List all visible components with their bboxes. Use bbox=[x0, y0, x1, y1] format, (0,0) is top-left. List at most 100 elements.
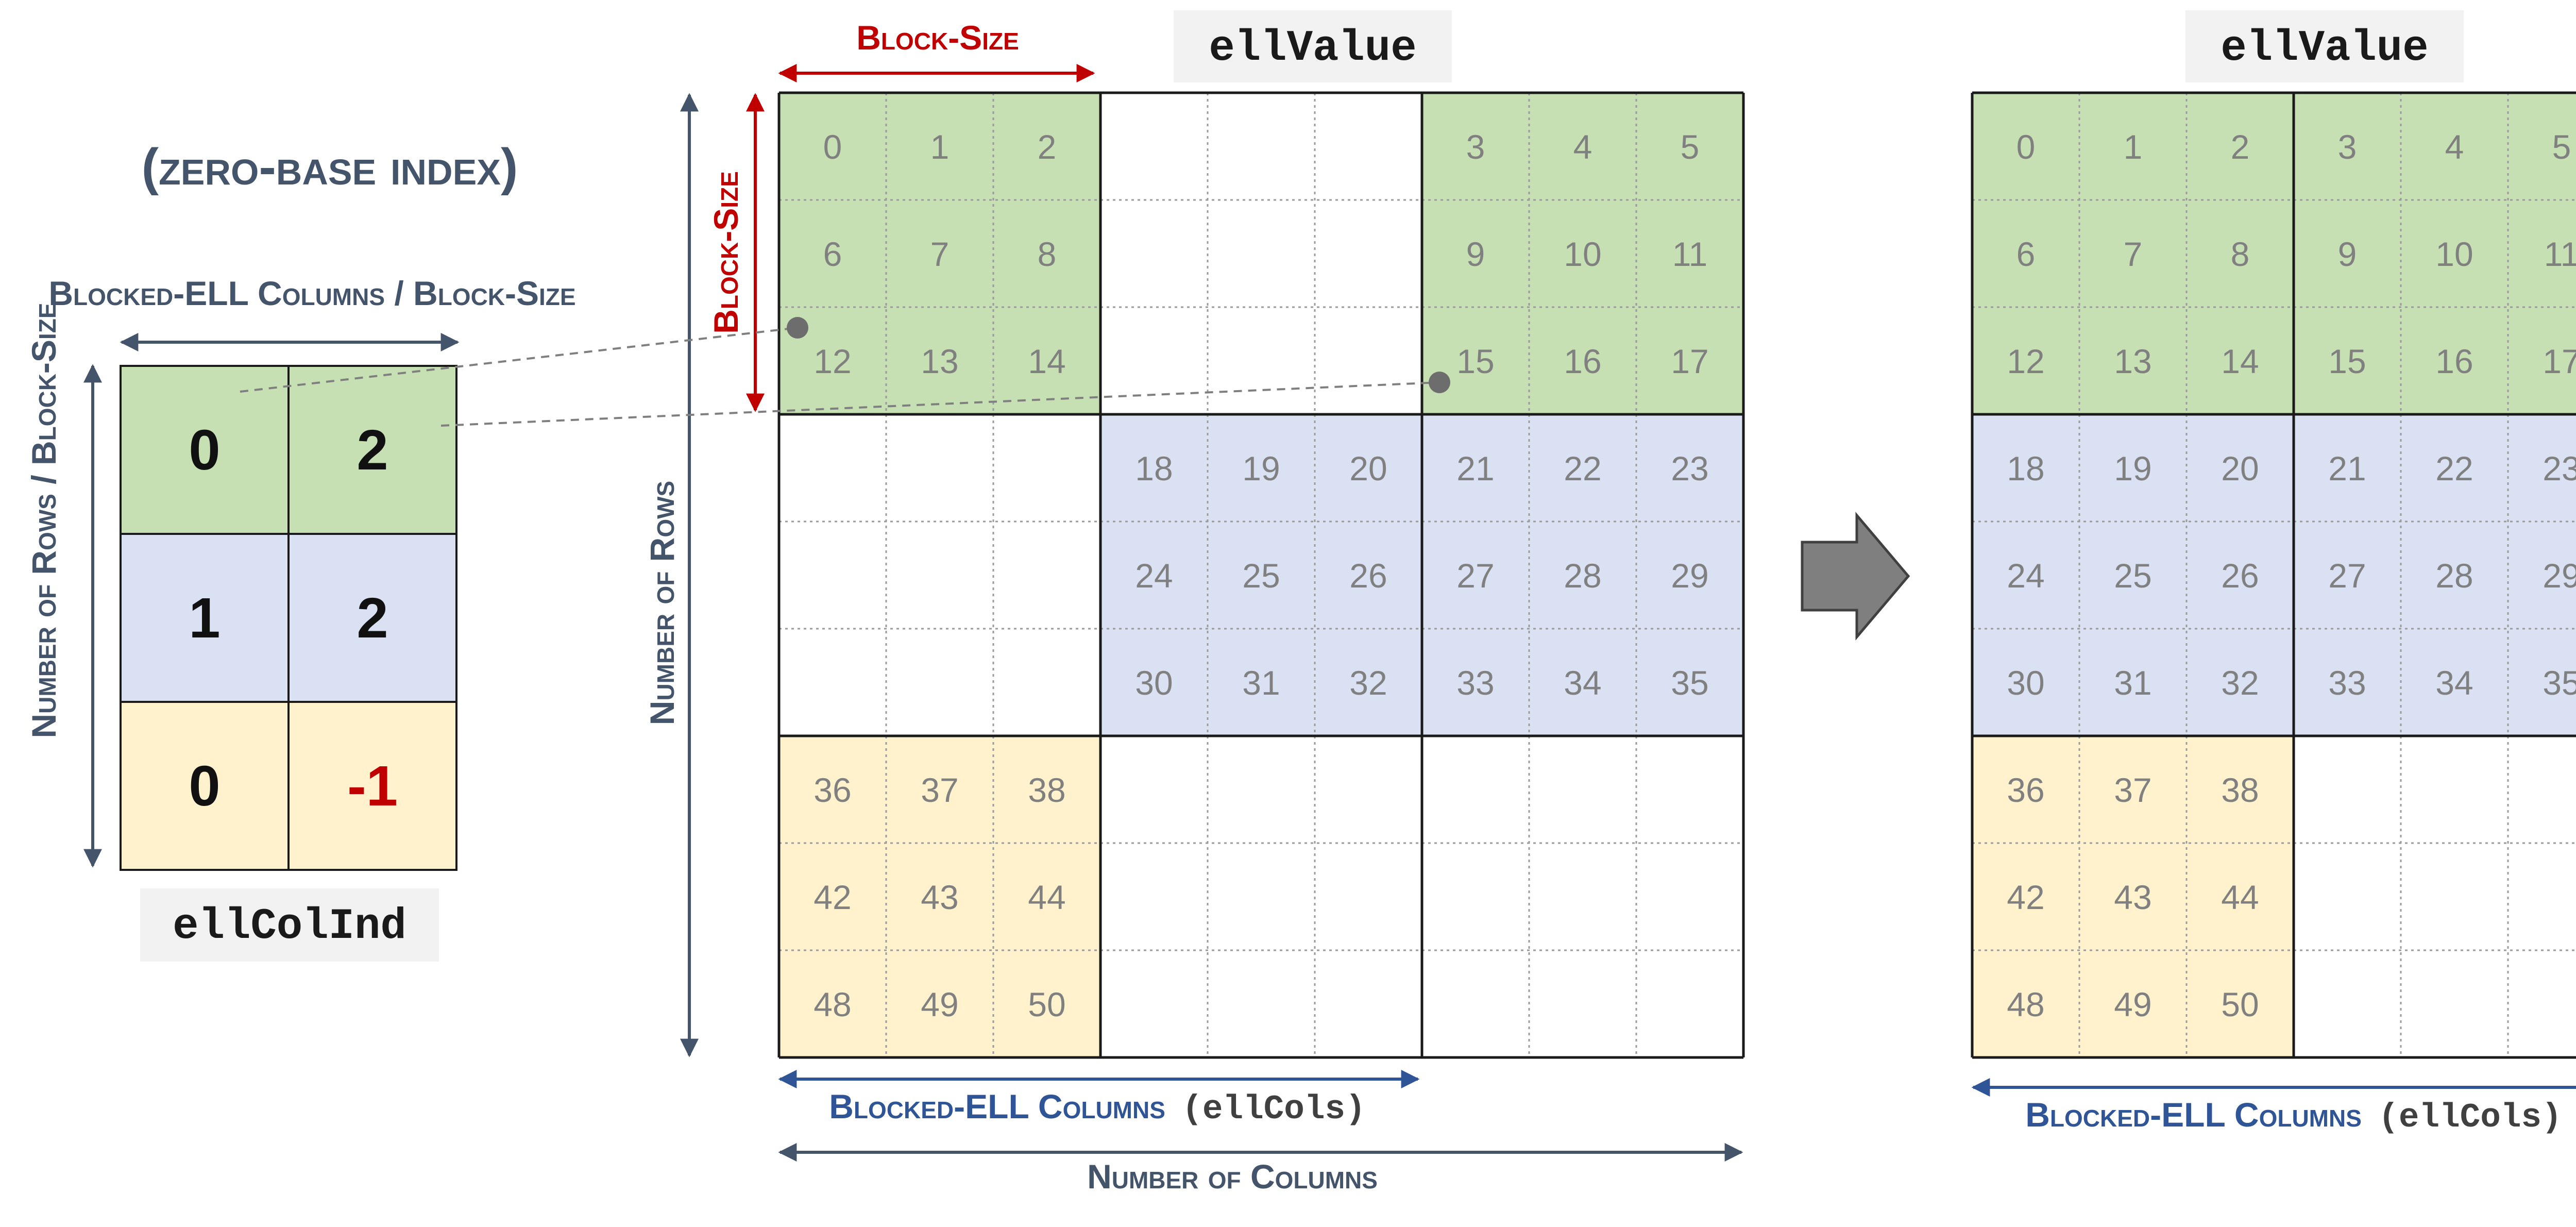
matrix-cell-value: 38 bbox=[1028, 771, 1065, 809]
packed-cell-value: 2 bbox=[2231, 128, 2250, 166]
packed-ell-cols-label: Blocked-ELL Columns bbox=[2025, 1096, 2362, 1134]
packed-cell-value: 23 bbox=[2543, 449, 2576, 488]
packed-cell-value: 1 bbox=[2124, 128, 2143, 166]
matrix-cell-value: 27 bbox=[1456, 557, 1494, 595]
col-ind-value: 2 bbox=[357, 586, 388, 650]
packed-cell-value: 29 bbox=[2543, 557, 2576, 595]
matrix-label: ellValue bbox=[1209, 24, 1416, 73]
packed-block bbox=[1972, 93, 2294, 414]
packed-cell-value: 38 bbox=[2221, 771, 2259, 809]
col-ind-label-bg bbox=[140, 888, 439, 962]
connector-dot-0 bbox=[787, 317, 808, 339]
matrix-cell-value: 22 bbox=[1564, 449, 1601, 488]
col-ind-cell bbox=[120, 365, 290, 535]
packed-cell-value: 16 bbox=[2435, 342, 2473, 380]
packed-cell-value: 0 bbox=[2016, 128, 2036, 166]
packed-cell-value: 24 bbox=[2007, 557, 2044, 595]
packed-cell-value: 15 bbox=[2328, 342, 2366, 380]
matrix-cell-value: 34 bbox=[1564, 664, 1601, 702]
packed-cell-value: 10 bbox=[2435, 235, 2473, 273]
packed-block bbox=[2294, 414, 2576, 736]
columns-label: Number of Columns bbox=[1087, 1157, 1378, 1196]
packed-cell-value: 31 bbox=[2114, 664, 2151, 702]
matrix-cell-value: 49 bbox=[921, 985, 958, 1023]
col-ind-value: -1 bbox=[347, 754, 398, 818]
connector-to-block-0 bbox=[240, 327, 798, 393]
matrix-cell-value: 43 bbox=[921, 878, 958, 916]
col-ind-label: ellColInd bbox=[173, 902, 406, 951]
rows-label: Number of Rows bbox=[643, 481, 681, 725]
col-ind-top-label: Blocked-ELL Columns / Block-Size bbox=[48, 274, 575, 312]
matrix-cell-value: 1 bbox=[930, 128, 950, 166]
packed-cell-value: 6 bbox=[2016, 235, 2036, 273]
connector-to-block-2 bbox=[440, 381, 1440, 427]
packed-cell-value: 43 bbox=[2114, 878, 2151, 916]
packed-cell-value: 44 bbox=[2221, 878, 2259, 916]
transform-arrow-icon bbox=[1801, 512, 1910, 641]
matrix-cell-value: 11 bbox=[1672, 235, 1708, 273]
matrix-cell-value: 12 bbox=[814, 342, 851, 380]
packed-cell-value: 27 bbox=[2328, 557, 2366, 595]
col-ind-cell bbox=[287, 365, 457, 535]
packed-cell-value: 11 bbox=[2544, 235, 2576, 273]
matrix-cell-value: 37 bbox=[921, 771, 958, 809]
matrix-cell-value: 30 bbox=[1135, 664, 1173, 702]
packed-ell-cols-label-group: Blocked-ELL Columns (ellCols) bbox=[2025, 1096, 2562, 1137]
matrix-cell-value: 10 bbox=[1564, 235, 1601, 273]
matrix-cell-value: 3 bbox=[1466, 128, 1485, 166]
matrix-cell-value: 25 bbox=[1242, 557, 1280, 595]
packed-cell-value: 33 bbox=[2328, 664, 2366, 702]
matrix-cell-value: 13 bbox=[921, 342, 958, 380]
matrix-cell-value: 48 bbox=[814, 985, 851, 1023]
packed-cell-value: 7 bbox=[2124, 235, 2143, 273]
packed-cell-value: 28 bbox=[2435, 557, 2473, 595]
matrix-cell-value: 15 bbox=[1456, 342, 1494, 380]
packed-cell-value: 18 bbox=[2007, 449, 2044, 488]
packed-cell-value: 32 bbox=[2221, 664, 2259, 702]
packed-cell-value: 5 bbox=[2552, 128, 2571, 166]
matrix-cell-value: 16 bbox=[1564, 342, 1601, 380]
packed-cell-value: 14 bbox=[2221, 342, 2259, 380]
matrix-cell-value: 42 bbox=[814, 878, 851, 916]
connector-dot-2 bbox=[1429, 372, 1450, 393]
col-ind-value: 0 bbox=[189, 418, 220, 482]
packed-cell-value: 30 bbox=[2007, 664, 2044, 702]
packed-block bbox=[1972, 736, 2294, 1057]
matrix-cell-value: 18 bbox=[1135, 449, 1173, 488]
block-size-side-label: Block-Size bbox=[707, 171, 745, 334]
matrix-cell-value: 24 bbox=[1135, 557, 1173, 595]
packed-cell-value: 4 bbox=[2445, 128, 2464, 166]
matrix-cell-value: 50 bbox=[1028, 985, 1065, 1023]
col-ind-value: 1 bbox=[189, 586, 220, 650]
packed-cell-value: 25 bbox=[2114, 557, 2151, 595]
packed-cell-value: 20 bbox=[2221, 449, 2259, 488]
packed-block bbox=[1972, 414, 2294, 736]
matrix-cell-value: 36 bbox=[814, 771, 851, 809]
col-ind-section: Blocked-ELL Columns / Block-Size Number … bbox=[25, 274, 576, 962]
packed-cell-value: 37 bbox=[2114, 771, 2151, 809]
packed-cell-value: 17 bbox=[2543, 342, 2576, 380]
packed-cell-value: 21 bbox=[2328, 449, 2366, 488]
packed-label-bg bbox=[2185, 10, 2464, 82]
packed-label: ellValue bbox=[2221, 24, 2428, 73]
packed-cell-value: 35 bbox=[2543, 664, 2576, 702]
matrix-cell-value: 14 bbox=[1028, 342, 1065, 380]
packed-cell-value: 36 bbox=[2007, 771, 2044, 809]
matrix-cell-value: 31 bbox=[1242, 664, 1280, 702]
packed-cell-value: 19 bbox=[2114, 449, 2151, 488]
matrix-cell-value: 21 bbox=[1456, 449, 1494, 488]
matrix-cell-value: 0 bbox=[823, 128, 842, 166]
matrix-cell-value: 4 bbox=[1573, 128, 1592, 166]
packed-block bbox=[2294, 93, 2576, 414]
matrix-cell-value: 29 bbox=[1671, 557, 1708, 595]
matrix-block bbox=[1422, 93, 1743, 414]
matrix-cell-value: 6 bbox=[823, 235, 842, 273]
packed-cell-value: 9 bbox=[2338, 235, 2357, 273]
matrix-block bbox=[779, 736, 1100, 1057]
matrix-cell-value: 2 bbox=[1038, 128, 1057, 166]
matrix-block bbox=[1100, 414, 1422, 736]
